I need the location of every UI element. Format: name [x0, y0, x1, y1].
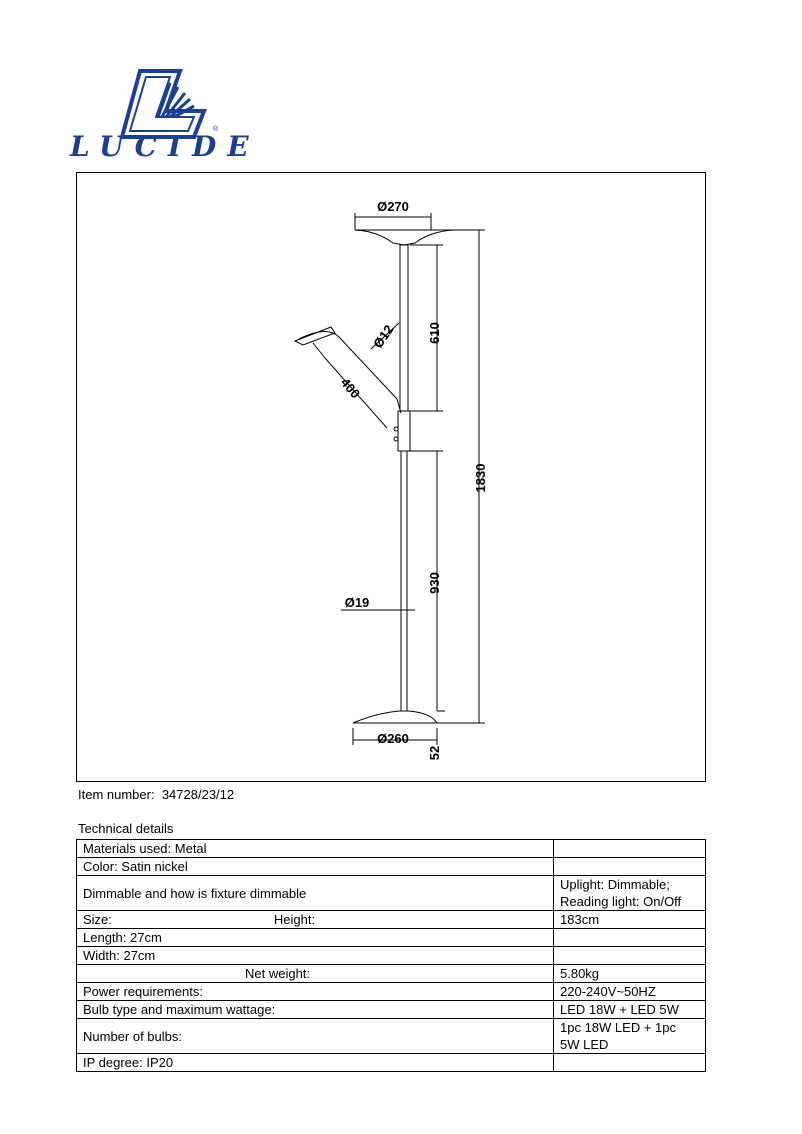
spec-label: Width: 27cm — [76, 946, 554, 965]
dim-lower-height: 930 — [427, 572, 442, 594]
technical-details-title: Technical details — [78, 821, 174, 836]
spec-label: IP degree: IP20 — [76, 1053, 554, 1072]
spec-label: Dimmable and how is fixture dimmable — [76, 875, 554, 911]
spec-label: Number of bulbs: — [76, 1018, 554, 1054]
dim-pole-diameter: Ø19 — [345, 595, 370, 610]
table-row: Color: Satin nickel — [76, 857, 706, 876]
spec-label: Materials used: Metal — [76, 839, 554, 858]
spec-label: Color: Satin nickel — [76, 857, 554, 876]
spec-value: Uplight: Dimmable; Reading light: On/Off — [553, 875, 706, 911]
spec-value: 220-240V~50HZ — [553, 982, 706, 1001]
floor-lamp-drawing: Ø270 610 Ø12 400 1830 930 Ø19 Ø260 52 — [293, 199, 488, 760]
lucide-logo: LUCIDE ® — [70, 50, 249, 163]
logo-wordmark: LUCIDE — [70, 130, 260, 163]
item-number-value: 34728/23/12 — [161, 787, 235, 802]
table-row: Size: Height: 183cm — [76, 910, 706, 929]
spec-value — [553, 839, 706, 858]
spec-label: Size: Height: — [76, 910, 554, 929]
dim-base-height: 52 — [427, 746, 442, 760]
registered-mark: ® — [213, 126, 219, 133]
spec-value: 1pc 18W LED + 1pc 5W LED — [553, 1018, 706, 1054]
base — [352, 710, 438, 724]
dim-upper-height: 610 — [427, 322, 442, 344]
table-row: IP degree: IP20 — [76, 1053, 706, 1072]
table-row: Dimmable and how is fixture dimmable Upl… — [76, 875, 706, 911]
table-row: Width: 27cm — [76, 946, 706, 965]
dim-base-diameter: Ø260 — [377, 731, 409, 746]
spec-label: Power requirements: — [76, 982, 554, 1001]
spec-label: Net weight: — [76, 964, 554, 983]
size-label: Size: — [83, 912, 112, 927]
logo-mark-icon — [119, 69, 207, 139]
table-row: Power requirements: 220-240V~50HZ — [76, 982, 706, 1001]
spec-value — [553, 857, 706, 876]
technical-drawing: Ø270 610 Ø12 400 1830 930 Ø19 Ø260 52 — [76, 172, 706, 782]
dim-top-diameter: Ø270 — [377, 199, 409, 214]
spec-value — [553, 1053, 706, 1072]
table-row: Net weight: 5.80kg — [76, 964, 706, 983]
spec-value — [553, 946, 706, 965]
table-row: Materials used: Metal — [76, 839, 706, 858]
dim-total-height: 1830 — [473, 464, 488, 493]
spec-value: 183cm — [553, 910, 706, 929]
spec-value — [553, 928, 706, 947]
technical-details-table: Materials used: Metal Color: Satin nicke… — [76, 839, 706, 1072]
item-number-label: Item number: — [78, 787, 155, 802]
top-shade — [354, 229, 456, 246]
table-row: Length: 27cm — [76, 928, 706, 947]
spec-value: LED 18W + LED 5W — [553, 1000, 706, 1019]
spec-value: 5.80kg — [553, 964, 706, 983]
spec-label: Bulb type and maximum wattage: — [76, 1000, 554, 1019]
table-row: Bulb type and maximum wattage: LED 18W +… — [76, 1000, 706, 1019]
table-row: Number of bulbs: 1pc 18W LED + 1pc 5W LE… — [76, 1018, 706, 1054]
spec-label: Length: 27cm — [76, 928, 554, 947]
item-number: Item number: 34728/23/12 — [78, 787, 234, 802]
height-label: Height: — [273, 912, 316, 927]
